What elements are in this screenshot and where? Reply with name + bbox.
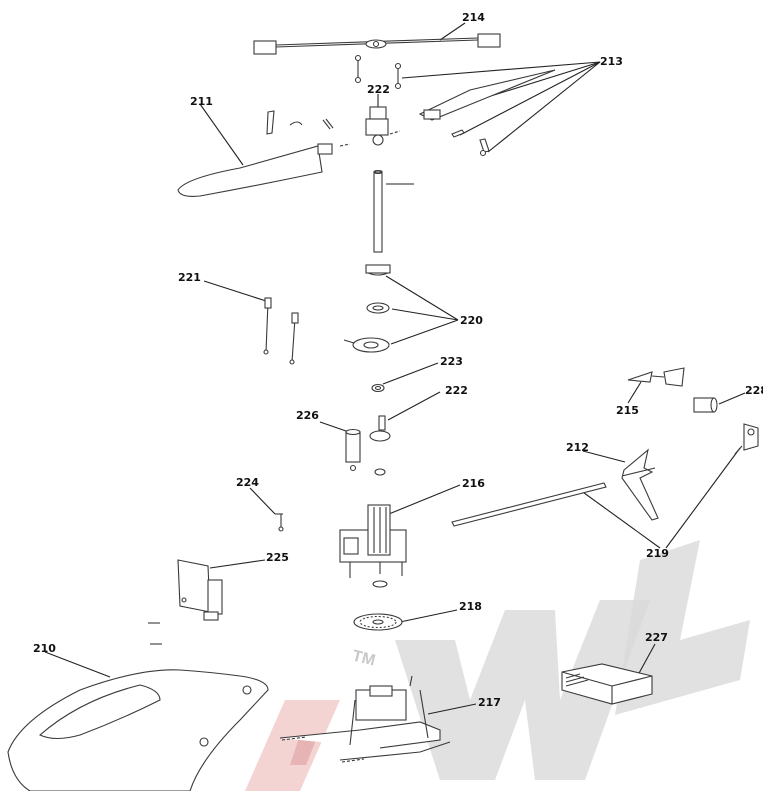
label-222-lower: 222: [445, 384, 468, 397]
part-219-tail-boom: [451, 482, 607, 527]
part-211-main-blade: [177, 110, 401, 197]
watermark-letter-l: [615, 540, 750, 715]
label-221: 221: [178, 271, 201, 284]
label-212: 212: [566, 441, 589, 454]
watermark-red-stripe: [245, 700, 340, 791]
label-213: 213: [600, 55, 623, 68]
part-227-battery: [561, 663, 653, 705]
part-212-tail-fin: [621, 448, 659, 521]
label-219: 219: [646, 547, 669, 560]
label-228: 228: [745, 384, 763, 397]
part-210-canopy: [7, 669, 269, 791]
part-224-servo-arm: [275, 513, 284, 532]
label-223: 223: [440, 355, 463, 368]
watermark-red-stripe-accent: [290, 735, 318, 765]
label-218: 218: [459, 600, 482, 613]
leader-lines: [44, 22, 746, 715]
label-216: 216: [462, 477, 485, 490]
part-225-receiver-board: [148, 559, 223, 645]
part-230-main-shaft: [373, 169, 383, 253]
part-214-flybar: [253, 33, 501, 55]
part-228-tail-motor: [693, 397, 718, 413]
part-213-links: [354, 54, 556, 157]
part-216-main-frame: [339, 504, 407, 588]
label-217: 217: [478, 696, 501, 709]
part-217-landing-skid: [279, 675, 451, 763]
label-220: 220: [460, 314, 483, 327]
part-221-pushrods: [263, 297, 299, 365]
part-219-tail-mount: [734, 423, 759, 455]
label-226: 226: [296, 409, 319, 422]
label-215: 215: [616, 404, 639, 417]
watermark-letter-w: [395, 600, 650, 780]
label-210: 210: [33, 642, 56, 655]
part-223-collar: [371, 383, 385, 393]
part-220-swashplate: [343, 264, 391, 353]
label-214: 214: [462, 11, 485, 24]
part-226-motor: [345, 428, 361, 472]
label-225: 225: [266, 551, 289, 564]
part-218-main-gear: [353, 613, 403, 631]
label-211: 211: [190, 95, 213, 108]
label-222-upper: 222: [367, 83, 390, 96]
part-215-tail-blades: [627, 367, 685, 387]
label-227: 227: [645, 631, 668, 644]
part-222-rotor-head: [365, 106, 389, 146]
label-224: 224: [236, 476, 259, 489]
part-222-lower: [369, 415, 391, 476]
